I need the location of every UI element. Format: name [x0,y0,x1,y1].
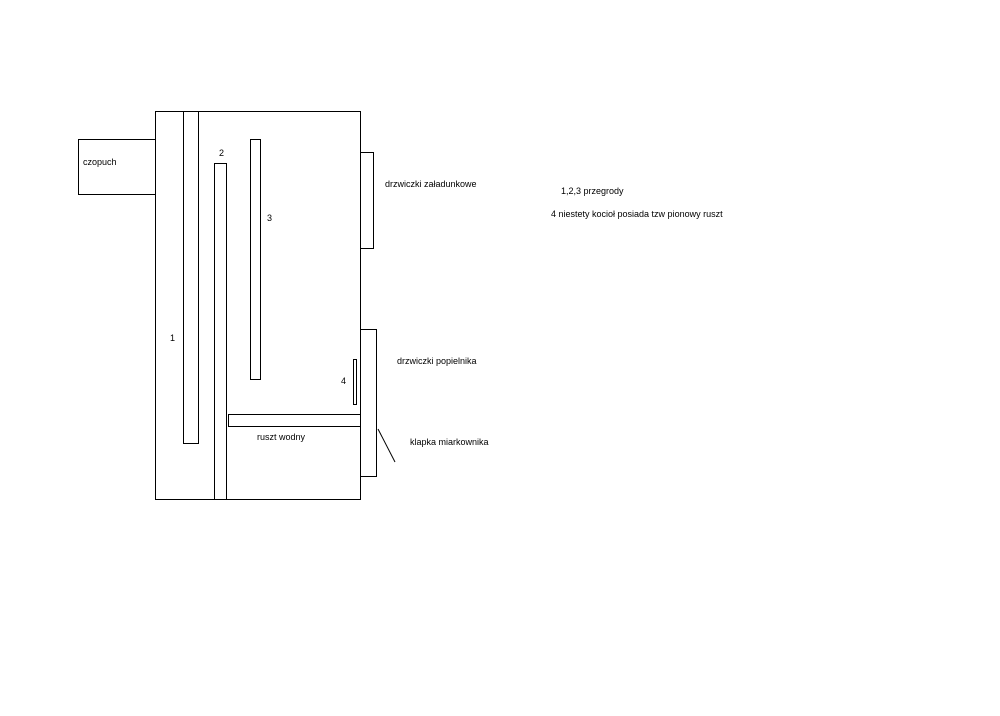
water-grate [228,414,361,427]
draft-flap-label: klapka miarkownika [410,437,489,447]
note-baffles: 1,2,3 przegrody [561,186,624,196]
chimney-outlet [78,139,156,195]
ash-door [360,329,377,477]
chimney-label: czopuch [83,157,117,167]
baffle-2-label: 2 [219,148,225,158]
grate-4-label: 4 [341,376,347,386]
vertical-grate-4 [353,359,357,405]
baffle-1-label: 1 [170,333,176,343]
baffle-3-label: 3 [267,213,273,223]
baffle-3 [250,139,261,380]
ash-door-label: drzwiczki popielnika [397,356,477,366]
water-grate-label: ruszt wodny [257,432,306,442]
baffle-2 [214,163,227,500]
boiler-body [155,111,361,500]
note-grate: 4 niestety kocioł posiada tzw pionowy ru… [551,209,723,219]
baffle-1 [183,111,199,444]
loading-door [360,152,374,249]
loading-door-label: drzwiczki załadunkowe [385,179,477,189]
draft-regulator-flap [377,428,396,463]
